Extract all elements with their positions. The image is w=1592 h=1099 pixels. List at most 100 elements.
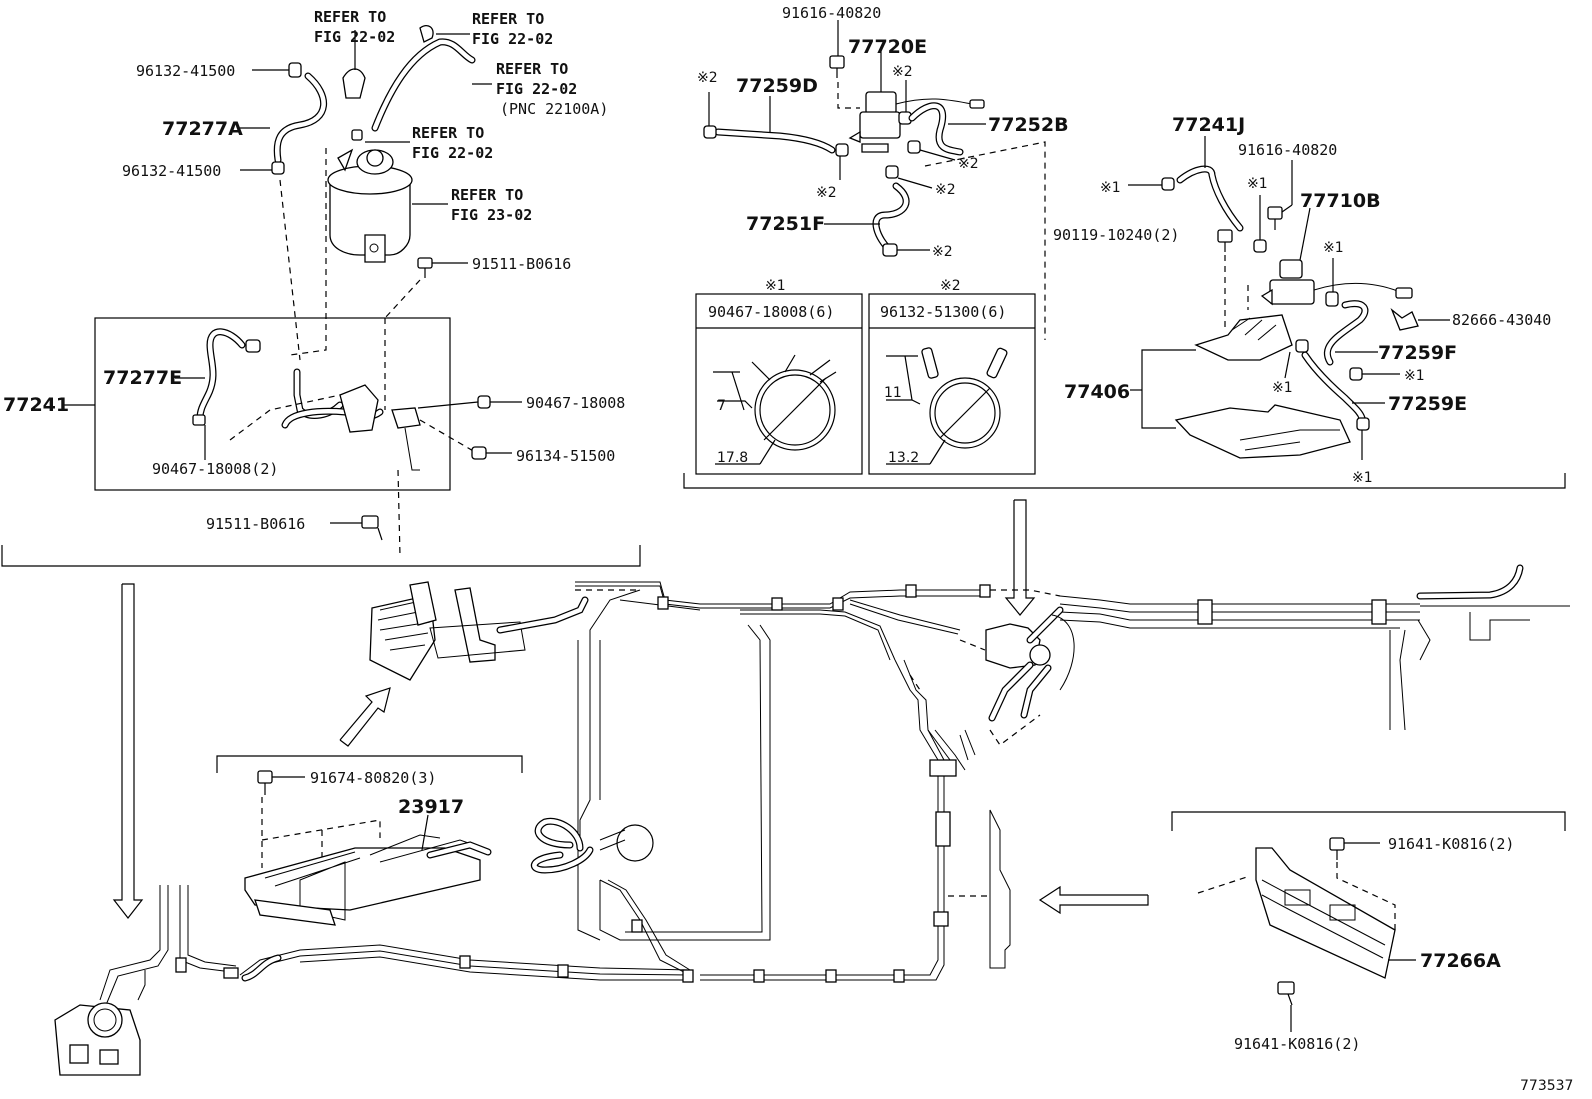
arrow-diagonal-cooler	[339, 687, 391, 747]
label-77241: 77241	[3, 394, 69, 416]
clamp-x1-bottom	[1356, 417, 1370, 431]
hose-77277E	[196, 328, 246, 422]
bolt-91616-40820-top	[829, 20, 845, 78]
label-91511-B0616-lower: 91511-B0616	[206, 515, 305, 533]
clamp-90467-18008	[477, 395, 491, 409]
clip-82666-43040	[1390, 307, 1450, 331]
bracket-protector-group	[1171, 811, 1566, 831]
label-91641-K0816-lower: 91641-K0816(2)	[1234, 1035, 1360, 1053]
clip-upper	[342, 68, 366, 99]
label-refer-to-d: REFER TO	[412, 124, 484, 142]
label-91641-K0816-upper: 91641-K0816(2)	[1388, 835, 1514, 853]
detail-box-x1	[695, 293, 863, 475]
label-90467-18008-2: 90467-18008(2)	[152, 460, 278, 478]
arrow-down-center	[1004, 499, 1036, 616]
label-x2-left: ※2	[697, 70, 718, 86]
bracket-77406	[1130, 314, 1351, 459]
label-x1-right: ※1	[1404, 368, 1425, 384]
clamp-x1-left	[1161, 177, 1175, 191]
label-77259F: 77259F	[1378, 342, 1457, 364]
label-x1-bottom: ※1	[1352, 470, 1373, 486]
bolt-91641-K0816-upper	[1329, 837, 1380, 860]
bolt-90119-10240	[1217, 229, 1233, 252]
bolt-91641-K0816-lower	[1277, 981, 1295, 1032]
label-77710B: 77710B	[1300, 190, 1381, 212]
label-refer-fig-b: FIG 22-02	[472, 30, 553, 48]
clamp-96132-41500-top	[252, 62, 302, 78]
label-detail-x1-dim-width: 7	[717, 398, 726, 414]
clamp-96134-51500	[471, 446, 487, 460]
label-x2-mid: ※2	[816, 185, 837, 201]
label-77251F: 77251F	[746, 213, 825, 235]
label-77241J: 77241J	[1172, 114, 1245, 136]
label-detail-x2-dim-dia: 13.2	[888, 450, 919, 466]
main-fuel-lines	[54, 564, 1570, 1076]
label-detail-x2-title: ※2	[940, 278, 961, 294]
label-23917: 23917	[398, 796, 464, 818]
label-x1-mid: ※1	[1272, 380, 1293, 396]
label-90119-10240: 90119-10240(2)	[1053, 226, 1179, 244]
bolt-91674-80820	[257, 770, 305, 795]
label-x2-lower: ※2	[935, 182, 956, 198]
label-refer-fig-e: FIG 23-02	[451, 206, 532, 224]
emission-canister-assembly	[327, 148, 448, 263]
label-90467-18008: 90467-18008	[526, 394, 625, 412]
label-96134-51500: 96134-51500	[516, 447, 615, 465]
label-x2-vsv: ※2	[892, 64, 913, 80]
clamp-x2-right	[907, 140, 921, 154]
label-refer-to-e: REFER TO	[451, 186, 523, 204]
clamp-x2-mid	[835, 143, 849, 157]
clamp-x2-bottom	[882, 243, 898, 257]
label-detail-x2-dim-width: 11	[884, 385, 902, 401]
label-refer-to-b: REFER TO	[472, 10, 544, 28]
label-77259E: 77259E	[1388, 393, 1467, 415]
vsv-77720E	[848, 50, 985, 143]
label-detail-x1-part: 90467-18008(6)	[708, 303, 834, 321]
clamp-77277E	[245, 339, 261, 353]
label-x2-bottom: ※2	[932, 244, 953, 260]
label-refer-fig-d: FIG 22-02	[412, 144, 493, 162]
clamp-x2-left	[703, 125, 717, 139]
label-detail-x2-part: 96132-51300(6)	[880, 303, 1006, 321]
clamp-x1-upper	[1253, 239, 1267, 253]
label-x1-left: ※1	[1100, 180, 1121, 196]
label-77277E: 77277E	[103, 367, 182, 389]
bracket-cooler-group	[216, 755, 523, 773]
box-77241	[94, 317, 451, 491]
label-91616-40820-top: 91616-40820	[782, 4, 881, 22]
bracket-left-group	[1, 545, 641, 567]
label-refer-to-c: REFER TO	[496, 60, 568, 78]
label-refer-to-a: REFER TO	[314, 8, 386, 26]
label-x1-upper: ※1	[1247, 176, 1268, 192]
arrow-left-protector	[1038, 885, 1149, 915]
figure-number: 773537	[1520, 1078, 1573, 1094]
detail-box-x2	[868, 293, 1036, 475]
clamp-90467-18008-box	[192, 414, 206, 426]
label-77720E: 77720E	[848, 36, 927, 58]
label-detail-x1-title: ※1	[765, 278, 786, 294]
clamp-x1-mid	[1295, 339, 1309, 353]
label-77252B: 77252B	[988, 114, 1069, 136]
label-91674-80820: 91674-80820(3)	[310, 769, 436, 787]
clamp-x1-vsv	[1325, 291, 1339, 307]
label-x1-vsv: ※1	[1323, 240, 1344, 256]
label-refer-fig-c: FIG 22-02	[496, 80, 577, 98]
label-77266A: 77266A	[1420, 950, 1501, 972]
label-x2-right: ※2	[958, 156, 979, 172]
label-77277A: 77277A	[162, 118, 243, 140]
clamp-vsv	[351, 129, 363, 141]
clamp-upper-right	[419, 24, 434, 43]
fuel-pipe-assembly-77241	[229, 368, 479, 471]
label-detail-x1-dim-dia: 17.8	[717, 450, 748, 466]
label-77406: 77406	[1064, 381, 1130, 403]
label-91511-B0616-upper: 91511-B0616	[472, 255, 571, 273]
vsv-77710B	[1260, 207, 1413, 306]
label-refer-fig-a: FIG 22-02	[314, 28, 395, 46]
cooler-23917	[244, 770, 492, 926]
label-82666-43040: 82666-43040	[1452, 311, 1551, 329]
label-91616-40820-right: 91616-40820	[1238, 141, 1337, 159]
clamp-96132-41500-lower	[240, 161, 285, 175]
bolt-91511-B0616-upper	[417, 257, 468, 278]
